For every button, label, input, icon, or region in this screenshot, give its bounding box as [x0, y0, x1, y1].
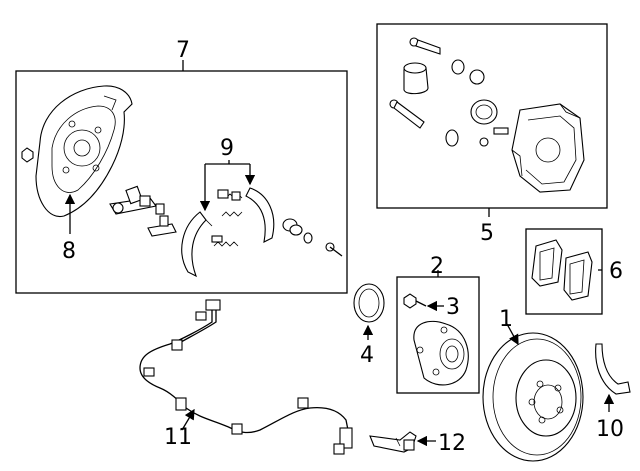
piston — [403, 62, 429, 95]
callout-4: 4 — [360, 343, 374, 368]
bleeder-screw — [493, 127, 509, 135]
pads-group: 6 — [525, 228, 623, 315]
parking-brake-box — [15, 70, 348, 294]
callout-1: 1 — [499, 307, 513, 332]
hub-group: 2 3 — [396, 254, 480, 394]
hub-bolt — [403, 293, 427, 309]
backing-plate — [35, 85, 133, 217]
shoe-springs — [211, 189, 243, 247]
guide-pin-lower — [389, 99, 425, 129]
seal-ring — [353, 283, 385, 323]
callout-5: 5 — [480, 221, 494, 246]
lever-assembly — [109, 185, 177, 237]
callout-10: 10 — [596, 417, 624, 442]
wire-clip-bracket — [369, 431, 417, 453]
brake-shoe-left — [181, 211, 213, 278]
caliper-group: 5 — [376, 23, 608, 246]
pads-box — [525, 228, 603, 315]
guide-pin-upper — [409, 37, 441, 55]
brake-shoe-right — [245, 187, 275, 243]
callout-9: 9 — [220, 136, 234, 161]
callout-7: 7 — [176, 38, 190, 63]
callout-8: 8 — [62, 239, 76, 264]
caliper-body — [511, 103, 585, 193]
caliper-box — [376, 23, 608, 209]
callout-11: 11 — [164, 425, 192, 450]
callout-3: 3 — [446, 295, 460, 320]
brake-pad-inner — [531, 239, 563, 287]
hub-bearing — [413, 320, 469, 386]
callout-2: 2 — [430, 254, 444, 279]
callout-6: 6 — [609, 259, 623, 284]
abs-sensor-wire — [139, 299, 353, 455]
boots — [451, 59, 485, 85]
brake-rotor — [482, 332, 584, 462]
bleeder-cap — [479, 137, 489, 147]
piston-seal — [470, 99, 498, 125]
nut — [21, 147, 34, 163]
parking-brake-group: 7 8 9 — [15, 38, 348, 294]
adjuster-hardware — [282, 218, 343, 257]
wire-bracket — [595, 343, 631, 395]
pin-boot — [445, 129, 459, 147]
callout-12: 12 — [438, 431, 466, 456]
brake-pad-outer — [563, 251, 593, 301]
